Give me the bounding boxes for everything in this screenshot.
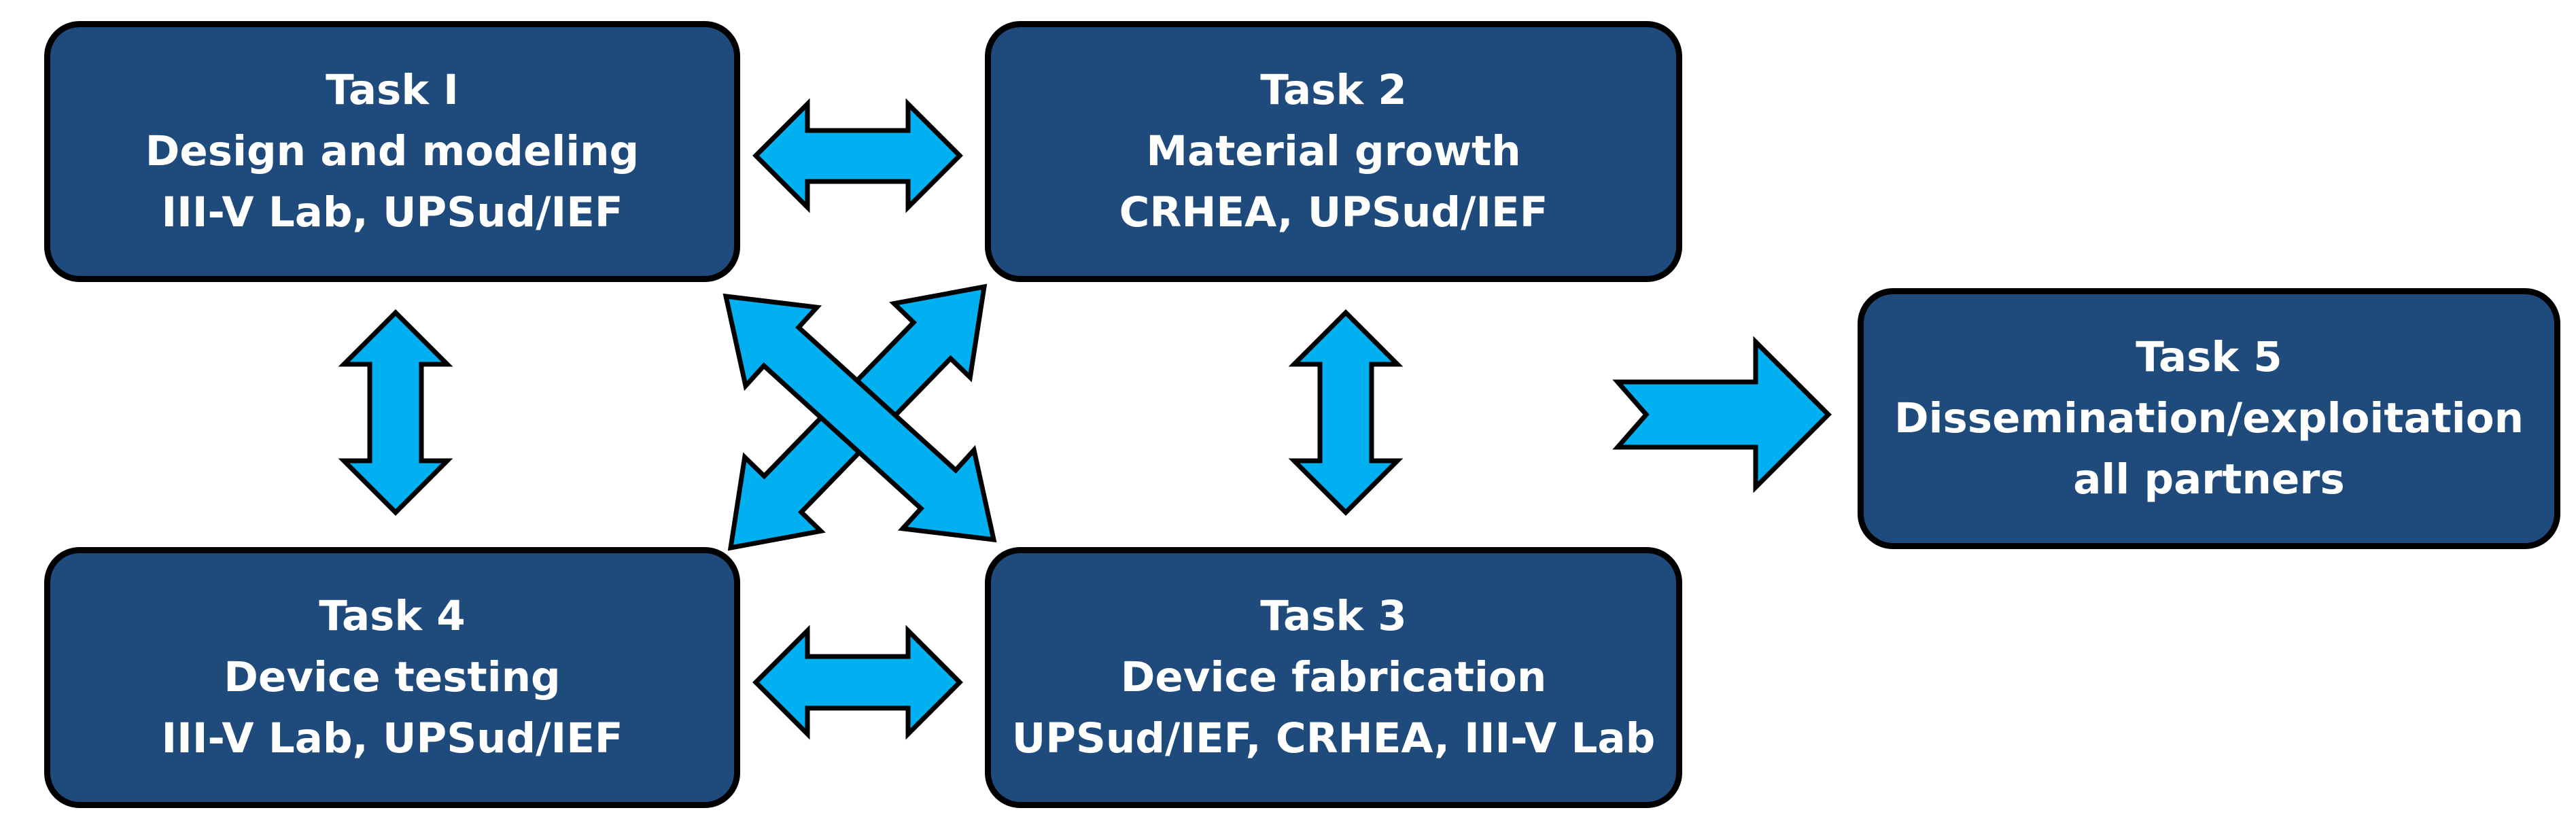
- arrow-task1-task2: [752, 98, 963, 213]
- task-1-subtitle: Design and modeling: [145, 127, 640, 175]
- arrow-task4-task3: [752, 625, 963, 740]
- arrow-task1-task3: [723, 293, 997, 543]
- task-1-partners: III-V Lab, UPSud/IEF: [161, 188, 623, 237]
- task-4-subtitle: Device testing: [224, 653, 561, 701]
- task-3-subtitle: Device fabrication: [1120, 653, 1547, 701]
- arrow-to-task5: [1612, 336, 1832, 493]
- task-3-box: Task 3 Device fabrication UPSud/IEF, CRH…: [985, 547, 1682, 808]
- task-2-title: Task 2: [1260, 66, 1407, 114]
- task-4-partners: III-V Lab, UPSud/IEF: [161, 714, 623, 763]
- task-5-box: Task 5 Dissemination/exploitation all pa…: [1858, 288, 2560, 549]
- task-4-box: Task 4 Device testing III-V Lab, UPSud/I…: [44, 547, 740, 808]
- arrow-task1-task4: [338, 309, 453, 516]
- task-1-box: Task I Design and modeling III-V Lab, UP…: [44, 21, 740, 282]
- task-4-title: Task 4: [319, 592, 466, 640]
- task-3-partners: UPSud/IEF, CRHEA, III-V Lab: [1011, 714, 1656, 763]
- task-5-subtitle: Dissemination/exploitation: [1894, 394, 2524, 442]
- task-5-title: Task 5: [2136, 333, 2282, 381]
- task-3-title: Task 3: [1260, 592, 1407, 640]
- task-5-partners: all partners: [2073, 455, 2345, 504]
- task-2-partners: CRHEA, UPSud/IEF: [1119, 188, 1548, 237]
- arrow-task2-task3: [1288, 309, 1404, 516]
- task-2-subtitle: Material growth: [1146, 127, 1521, 175]
- task-1-title: Task I: [326, 66, 459, 114]
- task-2-box: Task 2 Material growth CRHEA, UPSud/IEF: [985, 21, 1682, 282]
